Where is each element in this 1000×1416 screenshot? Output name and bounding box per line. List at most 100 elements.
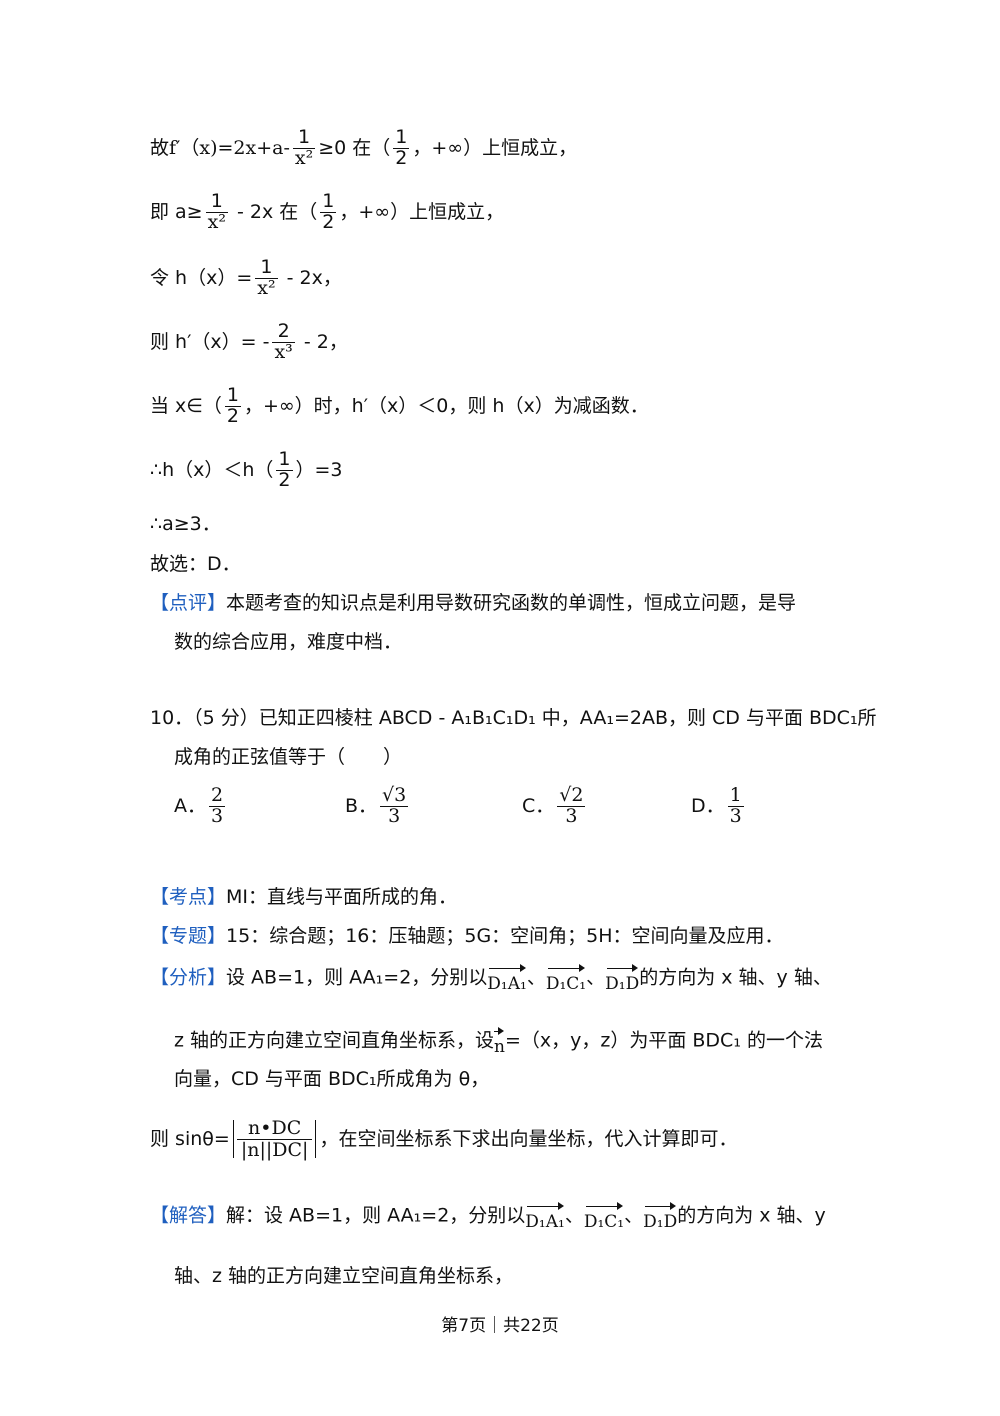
text: 的方向为 x 轴、y 轴、 bbox=[639, 966, 832, 989]
denominator: 2 bbox=[278, 468, 291, 491]
text: ）=3 bbox=[295, 458, 343, 481]
sin-fraction: n•DC|n||DC| bbox=[236, 1118, 313, 1161]
option-label: C． bbox=[522, 794, 555, 817]
denominator: 2 bbox=[395, 146, 408, 169]
text: MI：直线与平面所成的角． bbox=[226, 886, 458, 908]
numerator: 1 bbox=[320, 190, 337, 213]
page-footer: 第7页｜共22页 bbox=[441, 1316, 559, 1336]
text: 令 h（x）= bbox=[150, 266, 253, 289]
text: ∴a≥3． bbox=[150, 513, 221, 535]
text: 数的综合应用，难度中档． bbox=[174, 631, 403, 653]
numerator: 1 bbox=[276, 448, 293, 471]
fenxi-line-3: 向量，CD 与平面 BDC₁所成角为 θ， bbox=[174, 1068, 489, 1091]
question-text: 10．（5 分）已知正四棱柱 ABCD - A₁B₁C₁D₁ 中，AA₁=2AB… bbox=[150, 707, 877, 729]
vector-d1a1: D₁A₁ bbox=[487, 962, 527, 994]
denominator: 3 bbox=[211, 804, 224, 827]
text: ，+∞）上恒成立， bbox=[339, 200, 505, 223]
text: 当 x∈（ bbox=[150, 394, 222, 417]
numerator: 1 bbox=[255, 257, 278, 279]
jieda-line-2: 轴、z 轴的正方向建立空间直角坐标系， bbox=[174, 1265, 513, 1288]
text: - 2x 在（ bbox=[230, 200, 318, 223]
solution-line-8: 故选：D． bbox=[150, 553, 241, 576]
numerator: 1 bbox=[224, 384, 241, 407]
kaodian-tag: 【考点】 bbox=[150, 886, 227, 908]
text: =（x，y，z）为平面 BDC₁ 的一个法 bbox=[504, 1029, 823, 1052]
denominator: x² bbox=[257, 276, 276, 299]
separator: 、 bbox=[564, 1204, 584, 1227]
denominator: 2 bbox=[226, 404, 239, 427]
vector-n: n bbox=[494, 1025, 505, 1057]
question-text: 成角的正弦值等于（ ） bbox=[174, 746, 403, 768]
numerator: √2 bbox=[557, 784, 586, 807]
text: 即 a≥ bbox=[150, 200, 203, 223]
numerator: 1 bbox=[205, 191, 228, 213]
zhuanti-line: 【专题】15：综合题；16：压轴题；5G：空间角；5H：空间向量及应用． bbox=[150, 925, 784, 948]
vector-d1d: D₁D bbox=[643, 1200, 677, 1232]
comment-line-2: 数的综合应用，难度中档． bbox=[174, 631, 402, 654]
text: 本题考查的知识点是利用导数研究函数的单调性，恒成立问题，是导 bbox=[226, 592, 797, 614]
separator: 、 bbox=[526, 966, 546, 989]
jieda-line-1: 【解答】解：设 AB=1，则 AA₁=2，分别以D₁A₁、D₁C₁、D₁D的方向… bbox=[150, 1200, 826, 1232]
text: ，+∞）上恒成立， bbox=[412, 136, 578, 159]
text: - 2， bbox=[297, 330, 348, 353]
denominator: 3 bbox=[729, 804, 742, 827]
abs-bar-left bbox=[232, 1120, 234, 1159]
jieda-tag: 【解答】 bbox=[150, 1204, 227, 1227]
text: 的方向为 x 轴、y bbox=[677, 1204, 826, 1227]
numerator: 2 bbox=[272, 321, 295, 343]
vector-d1a1: D₁A₁ bbox=[525, 1200, 565, 1232]
kaodian-line: 【考点】MI：直线与平面所成的角． bbox=[150, 886, 457, 909]
text: 向量，CD 与平面 BDC₁所成角为 θ， bbox=[174, 1068, 490, 1090]
numerator: n•DC bbox=[236, 1118, 313, 1140]
abs-bar-right bbox=[315, 1120, 317, 1159]
text: ，在空间坐标系下求出向量坐标，代入计算即可． bbox=[319, 1127, 738, 1150]
numerator: 1 bbox=[292, 127, 316, 149]
option-label: D． bbox=[691, 794, 725, 817]
fenxi-line-2: z 轴的正方向建立空间直角坐标系，设n=（x，y，z）为平面 BDC₁ 的一个法 bbox=[174, 1025, 823, 1057]
vector-d1c1: D₁C₁ bbox=[546, 962, 586, 994]
numerator: √3 bbox=[380, 784, 409, 807]
zhuanti-tag: 【专题】 bbox=[150, 925, 227, 947]
text: 解：设 AB=1，则 AA₁=2，分别以 bbox=[226, 1204, 526, 1227]
text: 15：综合题；16：压轴题；5G：空间角；5H：空间向量及应用． bbox=[226, 925, 784, 947]
vector-d1c1: D₁C₁ bbox=[584, 1200, 624, 1232]
denominator: 2 bbox=[322, 210, 335, 233]
numerator: 2 bbox=[209, 784, 226, 807]
fenxi-line-4: 则 sinθ= n•DC|n||DC| ，在空间坐标系下求出向量坐标，代入计算即可． bbox=[150, 1118, 737, 1161]
text: z 轴的正方向建立空间直角坐标系，设 bbox=[174, 1029, 495, 1052]
comment-tag: 【点评】 bbox=[150, 592, 227, 614]
numerator: 1 bbox=[393, 126, 410, 149]
numerator: 1 bbox=[727, 784, 744, 807]
text: 则 h′（x）= - bbox=[150, 330, 270, 353]
vector-d1d: D₁D bbox=[605, 962, 639, 994]
text: 则 sinθ= bbox=[150, 1127, 230, 1150]
solution-line-7: ∴a≥3． bbox=[150, 513, 221, 536]
denominator: x³ bbox=[274, 340, 293, 363]
separator: 、 bbox=[586, 966, 606, 989]
fenxi-tag: 【分析】 bbox=[150, 966, 227, 989]
text: ∴h（x）＜h（ bbox=[150, 458, 274, 481]
text: 轴、z 轴的正方向建立空间直角坐标系， bbox=[174, 1265, 514, 1287]
denominator: 3 bbox=[388, 804, 401, 827]
denominator: 3 bbox=[565, 804, 578, 827]
